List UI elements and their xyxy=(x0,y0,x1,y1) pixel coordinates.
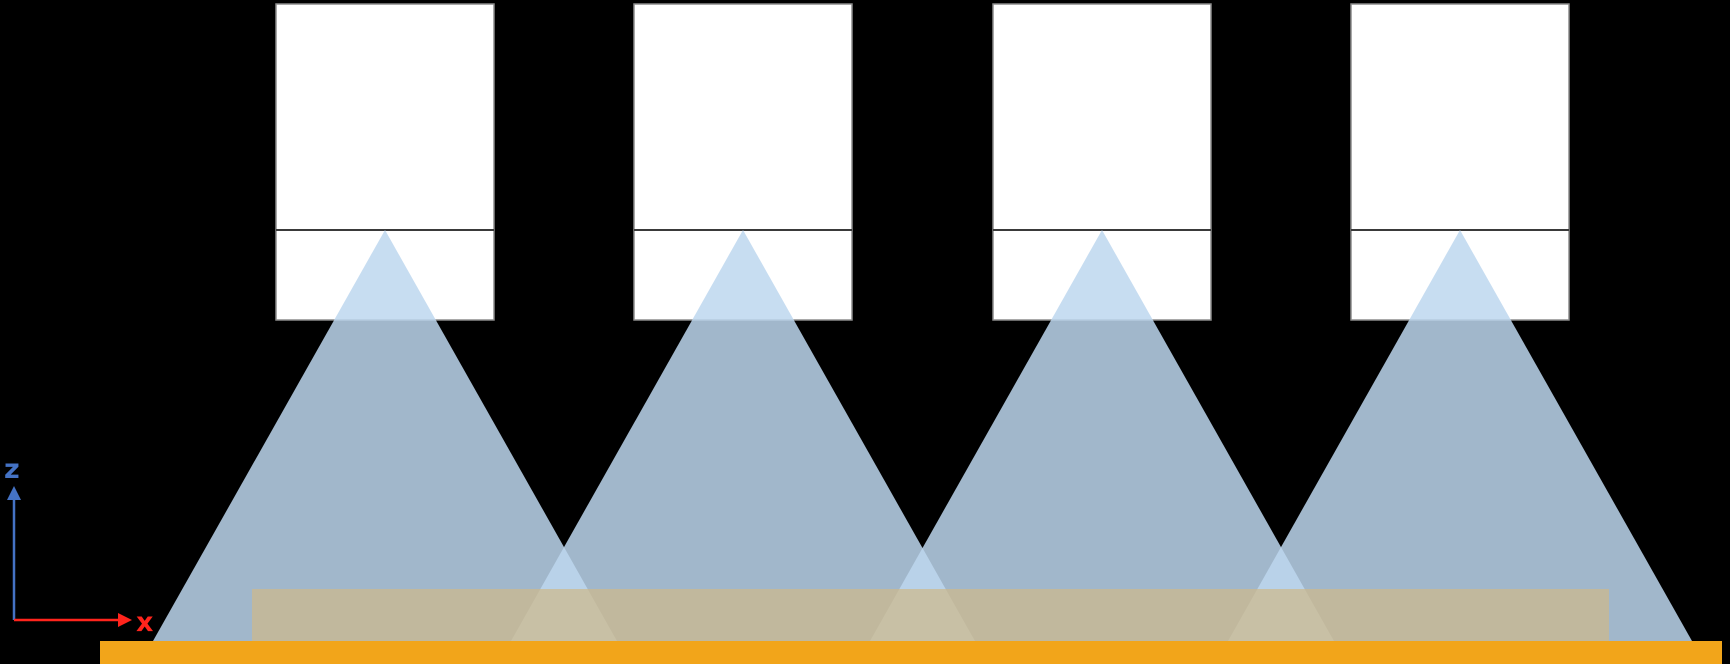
z-axis-label: z xyxy=(4,454,20,485)
coordinate-axes: z x xyxy=(4,454,153,638)
x-axis-arrowhead xyxy=(118,613,132,627)
light-cone-2 xyxy=(511,230,975,641)
light-cone-1 xyxy=(153,230,617,641)
x-axis-label: x xyxy=(136,607,153,638)
light-cone-4 xyxy=(1228,230,1692,641)
light-cone-3 xyxy=(870,230,1334,641)
sample-strip xyxy=(252,589,1609,641)
conveyor-belt xyxy=(100,641,1722,664)
z-axis-arrowhead xyxy=(7,486,21,500)
